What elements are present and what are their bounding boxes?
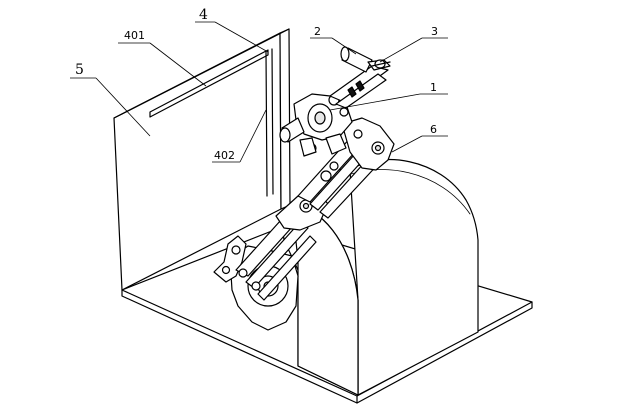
housing bbox=[282, 159, 479, 396]
rail-402 bbox=[265, 51, 268, 197]
label-402: 402 bbox=[214, 149, 235, 162]
bar-401 bbox=[149, 49, 269, 118]
label-5: 5 bbox=[75, 62, 84, 78]
leader-lines bbox=[70, 21, 448, 163]
finger-mechanism bbox=[213, 46, 395, 331]
label-1: 1 bbox=[430, 81, 437, 94]
label-401: 401 bbox=[124, 29, 145, 42]
back-panel bbox=[113, 28, 291, 291]
label-6: 6 bbox=[430, 123, 437, 136]
label-4: 4 bbox=[199, 7, 208, 23]
label-2: 2 bbox=[314, 25, 321, 38]
reference-labels: 401 4 5 402 2 3 1 6 bbox=[75, 7, 438, 162]
label-3: 3 bbox=[431, 25, 438, 38]
